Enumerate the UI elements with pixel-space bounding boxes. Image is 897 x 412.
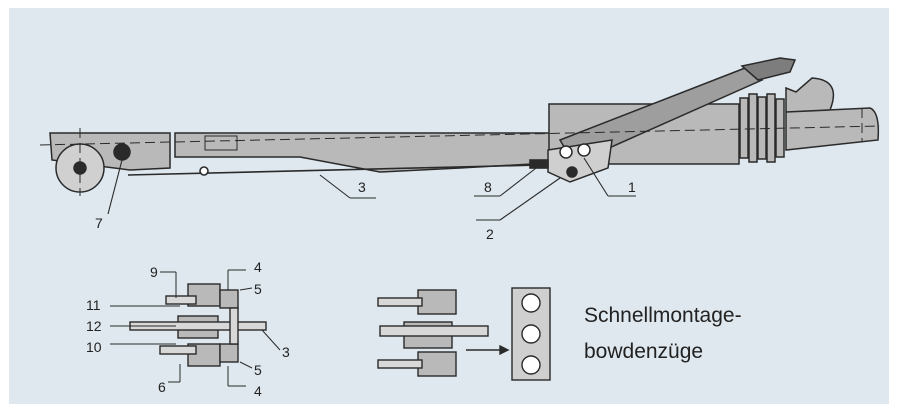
cable-clamp (113, 143, 131, 161)
quick-mount-detail (377, 287, 551, 381)
label-1: 1 (628, 179, 636, 195)
label-4-bottom: 4 (254, 383, 262, 399)
label-11: 11 (86, 297, 101, 313)
label-6: 6 (158, 379, 166, 395)
coupling-head (785, 77, 880, 151)
label-9: 9 (150, 264, 158, 280)
label-3: 3 (358, 179, 366, 195)
caption-line-1: Schnellmontage- (584, 304, 742, 327)
caption-line-2: bowdenzüge (584, 340, 703, 363)
drawbar-assembly (49, 57, 880, 193)
label-4-top: 4 (254, 259, 262, 275)
bowden-cable (127, 159, 549, 176)
clamp-leaders (110, 269, 281, 387)
label-12: 12 (86, 318, 102, 334)
label-8: 8 (484, 179, 492, 195)
label-2: 2 (486, 226, 494, 242)
centre-lines (39, 108, 881, 196)
beam-bracket (204, 135, 238, 151)
leader-lines (107, 157, 636, 221)
label-5-bottom: 5 (254, 362, 262, 378)
label-7: 7 (95, 215, 103, 231)
label-10: 10 (86, 339, 102, 355)
lever-grip (740, 57, 797, 81)
label-3-detail: 3 (282, 344, 290, 360)
clamp-detail (129, 283, 267, 367)
label-5-top: 5 (254, 281, 262, 297)
